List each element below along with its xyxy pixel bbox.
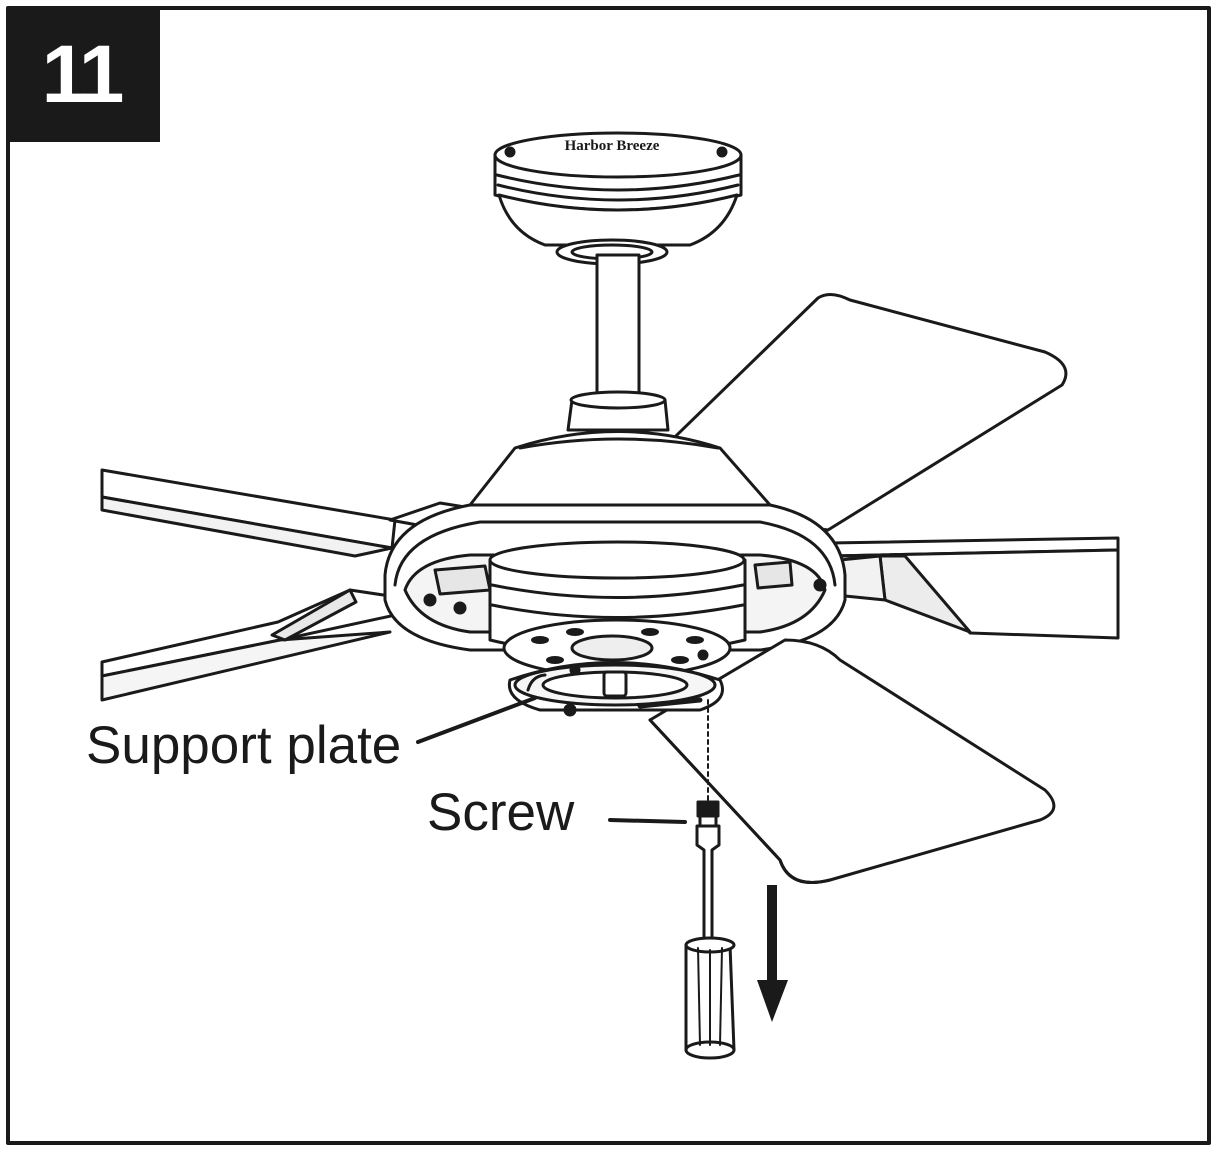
screw-label: Screw [427,786,574,839]
step-number-badge: 11 [8,8,160,142]
arrow-down-icon [757,885,788,1022]
downrod [568,255,668,430]
support-plate-label: Support plate [86,719,401,772]
step-number: 11 [42,28,121,122]
support-plate-leader [418,698,535,742]
canopy-brand-text: Harbor Breeze [565,138,660,154]
screwdriver-icon [686,826,734,1058]
screw [698,802,718,826]
fan-blade-left-lower [102,590,400,700]
screw-leader [610,820,685,822]
canopy: Harbor Breeze [495,133,741,264]
fan-blade-right [830,538,1118,638]
